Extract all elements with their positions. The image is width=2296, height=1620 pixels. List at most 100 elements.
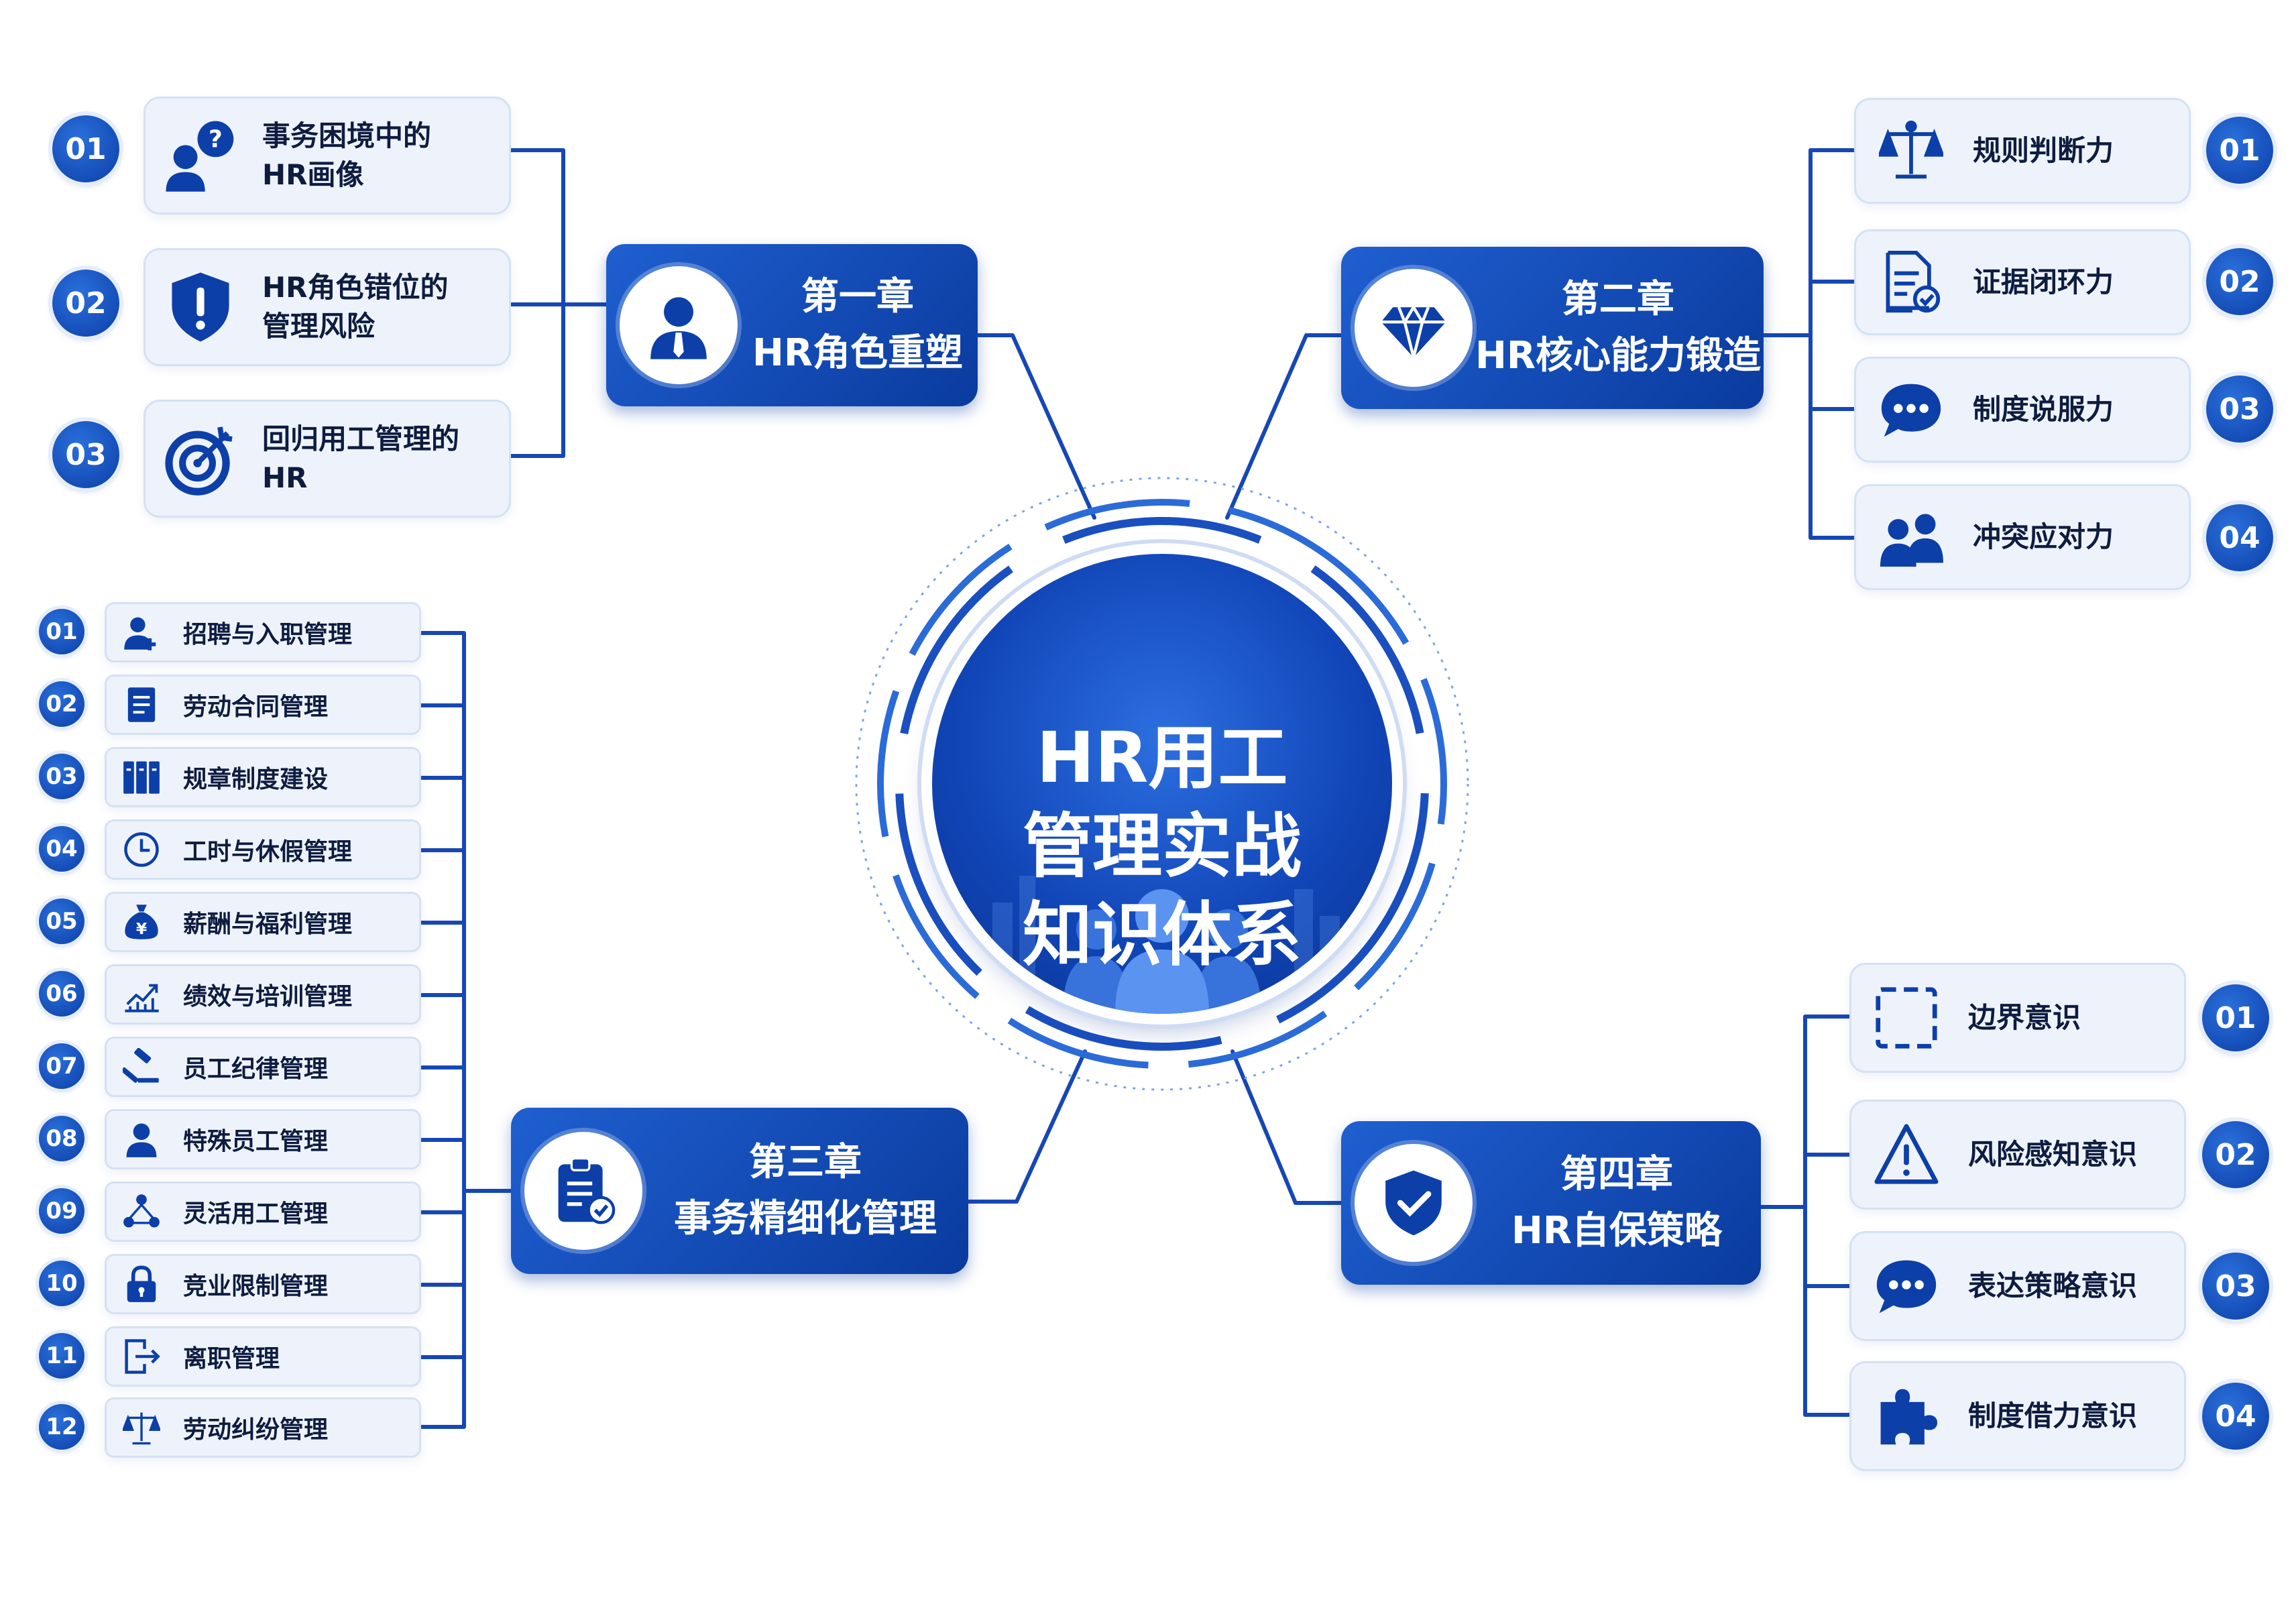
item-label: 劳动纠纷管理 bbox=[183, 1416, 329, 1444]
item-number: 12 bbox=[39, 1404, 84, 1450]
chat-dots-icon bbox=[1869, 1249, 1944, 1324]
item-label: 制度借力意识 bbox=[1968, 1399, 2138, 1432]
user-icon bbox=[121, 1119, 162, 1159]
chapter-3-item-2[interactable]: 劳动合同管理 bbox=[105, 675, 421, 735]
item-number: 02 bbox=[39, 681, 84, 727]
chapter-4-item-4[interactable]: 制度借力意识 bbox=[1849, 1361, 2186, 1471]
chapter-4-box[interactable]: 第四章 HR自保策略 bbox=[1341, 1121, 1761, 1285]
people-icon bbox=[1874, 500, 1949, 575]
item-label: 特殊员工管理 bbox=[183, 1128, 329, 1155]
chapter-3-item-7[interactable]: 员工纪律管理 bbox=[105, 1037, 421, 1097]
chapter-3-item-1[interactable]: 招聘与入职管理 bbox=[105, 602, 421, 662]
warning-icon bbox=[1869, 1117, 1944, 1192]
chapter-4-item-2[interactable]: 风险感知意识 bbox=[1849, 1100, 2186, 1210]
chapter-3-item-4[interactable]: 工时与休假管理 bbox=[105, 819, 421, 880]
chapter-1-item-3[interactable]: 回归用工管理的 HR bbox=[144, 400, 511, 518]
item-number: 05 bbox=[39, 899, 84, 944]
chapter-4-item-1[interactable]: 边界意识 bbox=[1849, 963, 2186, 1073]
item-label: HR角色错位的 管理风险 bbox=[262, 271, 449, 343]
item-number: 01 bbox=[2206, 117, 2273, 184]
item-label: 招聘与入职管理 bbox=[183, 621, 353, 648]
chapter-3-item-10[interactable]: 竞业限制管理 bbox=[105, 1254, 421, 1314]
puzzle-icon bbox=[1869, 1379, 1944, 1454]
chapter-2-box[interactable]: 第二章 HR核心能力锻造 bbox=[1341, 247, 1764, 409]
network-icon bbox=[121, 1192, 162, 1232]
chapter-3-box[interactable]: 第三章 事务精细化管理 bbox=[511, 1108, 968, 1274]
document-icon bbox=[121, 685, 162, 725]
user-plus-icon bbox=[121, 612, 162, 652]
item-label: 规则判断力 bbox=[1973, 134, 2114, 167]
scales-icon bbox=[121, 1407, 162, 1448]
item-label: 冲突应对力 bbox=[1973, 520, 2114, 553]
item-number: 04 bbox=[2206, 504, 2273, 571]
chapter-1-item-1[interactable]: ? 事务困境中的 HR画像 bbox=[144, 97, 511, 215]
chapter-2-item-2[interactable]: 证据闭环力 bbox=[1854, 229, 2191, 335]
chapter-1-box[interactable]: 第一章 HR角色重塑 bbox=[606, 244, 978, 406]
item-number: 11 bbox=[39, 1333, 84, 1379]
center-disc: HR用工 管理实战 知识体系 bbox=[932, 554, 1392, 1014]
svg-text:¥: ¥ bbox=[136, 919, 148, 938]
shield-check-icon bbox=[1355, 1144, 1473, 1262]
item-number: 01 bbox=[39, 609, 84, 654]
growth-chart-icon bbox=[121, 974, 162, 1015]
center-rings bbox=[855, 477, 1469, 1091]
center-node: HR用工 管理实战 知识体系 bbox=[853, 461, 1470, 1105]
chapter-title: 第一章 HR角色重塑 bbox=[752, 275, 963, 375]
chapter-1-item-2[interactable]: HR角色错位的 管理风险 bbox=[144, 248, 511, 366]
item-number: 02 bbox=[2202, 1121, 2269, 1188]
chapter-2-item-4[interactable]: 冲突应对力 bbox=[1854, 484, 2191, 590]
item-number: 01 bbox=[2202, 984, 2269, 1051]
target-icon bbox=[163, 421, 238, 496]
item-label: 回归用工管理的 HR bbox=[262, 422, 460, 494]
document-check-icon bbox=[1874, 245, 1949, 320]
item-number: 03 bbox=[2206, 375, 2273, 443]
item-number: 08 bbox=[39, 1116, 84, 1161]
item-number: 03 bbox=[52, 421, 119, 488]
item-label: 风险感知意识 bbox=[1968, 1138, 2138, 1171]
item-number: 03 bbox=[39, 754, 84, 799]
item-number: 01 bbox=[52, 115, 119, 182]
item-label: 竞业限制管理 bbox=[183, 1273, 329, 1300]
item-label: 边界意识 bbox=[1968, 1001, 2081, 1034]
item-label: 表达策略意识 bbox=[1968, 1269, 2138, 1302]
item-label: 制度说服力 bbox=[1973, 393, 2114, 426]
item-number: 02 bbox=[52, 270, 119, 337]
clipboard-check-icon bbox=[524, 1132, 642, 1250]
chapter-3-item-3[interactable]: 规章制度建设 bbox=[105, 747, 421, 807]
chapter-3-item-11[interactable]: 离职管理 bbox=[105, 1326, 421, 1387]
chapter-2-item-3[interactable]: 制度说服力 bbox=[1854, 357, 2191, 463]
chat-bubble-icon bbox=[1874, 372, 1949, 447]
person-question-icon: ? bbox=[163, 118, 238, 193]
item-label: 薪酬与福利管理 bbox=[183, 911, 353, 938]
chapter-2-item-1[interactable]: 规则判断力 bbox=[1854, 98, 2191, 204]
item-label: 绩效与培训管理 bbox=[183, 983, 353, 1010]
chapter-3-item-9[interactable]: 灵活用工管理 bbox=[105, 1181, 421, 1242]
chapter-3-item-5[interactable]: ¥ 薪酬与福利管理 bbox=[105, 892, 421, 952]
money-bag-icon: ¥ bbox=[121, 902, 162, 942]
svg-text:?: ? bbox=[209, 126, 223, 154]
chapter-4-item-3[interactable]: 表达策略意识 bbox=[1849, 1231, 2186, 1341]
chapter-3-item-12[interactable]: 劳动纠纷管理 bbox=[105, 1397, 421, 1458]
item-number: 10 bbox=[39, 1261, 84, 1306]
dashed-square-icon bbox=[1869, 980, 1944, 1055]
center-title: HR用工 管理实战 知识体系 bbox=[1022, 717, 1302, 976]
chapter-title: 第二章 HR核心能力锻造 bbox=[1475, 278, 1761, 378]
chapter-3-item-6[interactable]: 绩效与培训管理 bbox=[105, 964, 421, 1025]
gavel-icon bbox=[121, 1047, 162, 1087]
item-number: 06 bbox=[39, 971, 84, 1017]
item-number: 09 bbox=[39, 1188, 84, 1234]
item-number: 07 bbox=[39, 1043, 84, 1089]
shield-alert-icon bbox=[163, 270, 238, 345]
item-label: 事务困境中的 HR画像 bbox=[262, 119, 432, 191]
item-label: 证据闭环力 bbox=[1973, 266, 2114, 298]
clock-icon bbox=[121, 829, 162, 870]
diamond-icon bbox=[1355, 269, 1473, 387]
item-number: 04 bbox=[2202, 1383, 2269, 1450]
chapter-3-item-8[interactable]: 特殊员工管理 bbox=[105, 1109, 421, 1169]
item-number: 02 bbox=[2206, 248, 2273, 315]
binders-icon bbox=[121, 757, 162, 797]
item-label: 灵活用工管理 bbox=[183, 1200, 329, 1228]
lock-icon bbox=[121, 1264, 162, 1304]
item-number: 04 bbox=[39, 826, 84, 872]
